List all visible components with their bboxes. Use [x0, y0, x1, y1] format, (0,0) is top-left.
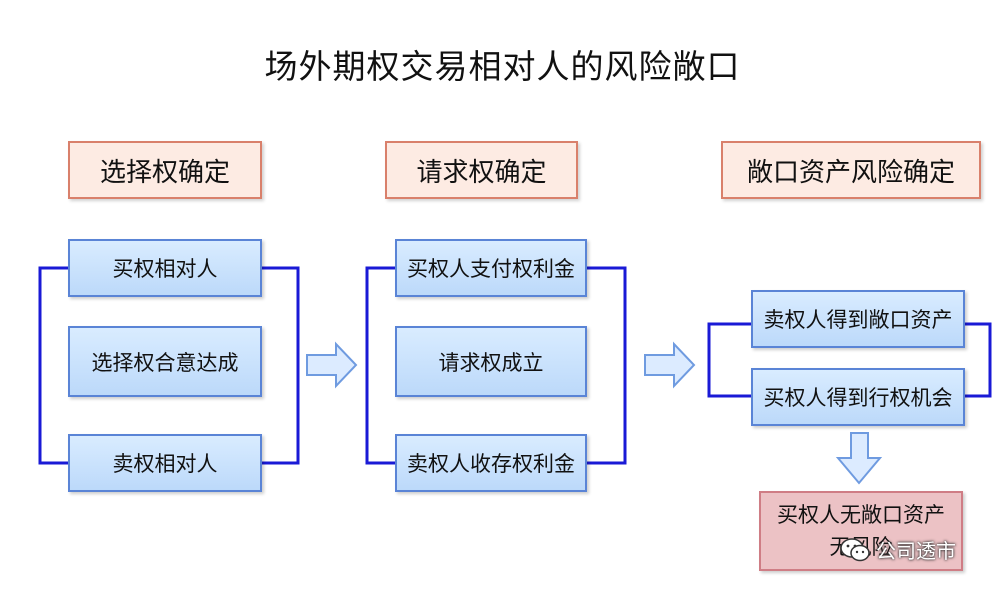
box-seller-receives-premium: 卖权人收存权利金: [395, 434, 587, 492]
box-option-agreement-reached: 选择权合意达成: [68, 326, 262, 397]
box-buyer-pays-premium: 买权人支付权利金: [395, 239, 587, 297]
bracket-left-col3: [707, 322, 751, 398]
box-call-counterparty: 买权相对人: [68, 239, 262, 297]
header-claim-determination: 请求权确定: [385, 141, 578, 199]
arrow-down: [835, 432, 883, 485]
box-seller-gets-exposure: 卖权人得到敞口资产: [751, 290, 965, 348]
bracket-left-col2: [365, 266, 395, 465]
bracket-left-col1: [38, 266, 68, 465]
watermark-text: 公司透市: [876, 539, 956, 563]
watermark: 公司透市: [840, 535, 956, 564]
header-option-determination: 选择权确定: [68, 141, 262, 199]
box-buyer-gets-exercise: 买权人得到行权机会: [751, 368, 965, 426]
bracket-right-col3: [965, 322, 992, 398]
result-line-1: 买权人无敞口资产: [777, 503, 945, 527]
bracket-right-col2: [587, 266, 627, 465]
box-put-counterparty: 卖权相对人: [68, 434, 262, 492]
diagram-title: 场外期权交易相对人的风险敞口: [264, 47, 741, 86]
wechat-icon: [840, 537, 870, 561]
bracket-right-col1: [262, 266, 300, 465]
arrow-right-1: [306, 341, 358, 389]
box-claim-established: 请求权成立: [395, 326, 587, 397]
header-exposure-risk-determination: 敞口资产风险确定: [721, 141, 981, 199]
arrow-right-2: [644, 341, 696, 389]
